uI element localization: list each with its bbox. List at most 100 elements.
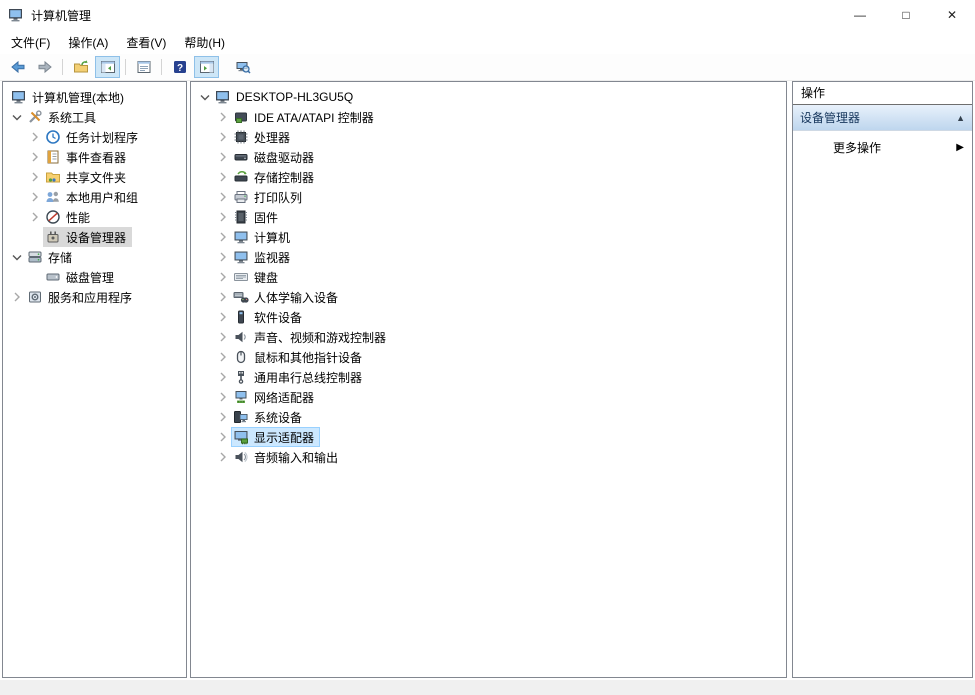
tree-item-label: 鼠标和其他指针设备 <box>254 350 363 365</box>
item-content: 服务和应用程序 <box>25 287 138 307</box>
usb-icon <box>233 369 249 385</box>
chevron-right-icon[interactable] <box>215 229 231 245</box>
chevron-right-icon[interactable] <box>215 429 231 445</box>
tree-item-human-interface-devices[interactable]: 人体学输入设备 <box>191 287 786 307</box>
menu-help[interactable]: 帮助(H) <box>184 35 225 50</box>
chevron-right-icon[interactable] <box>27 149 43 165</box>
tree-item-performance[interactable]: 性能 <box>3 207 186 227</box>
tree-item-mice-and-other-pointing-devices[interactable]: 鼠标和其他指针设备 <box>191 347 786 367</box>
chevron-right-icon[interactable] <box>215 129 231 145</box>
menu-view[interactable]: 查看(V) <box>126 35 167 50</box>
tree-item-storage-controllers[interactable]: 存储控制器 <box>191 167 786 187</box>
window-controls: — □ ✕ <box>837 0 975 30</box>
chevron-right-icon[interactable] <box>215 329 231 345</box>
tree-item-shared-folders[interactable]: 共享文件夹 <box>3 167 186 187</box>
chevron-right-icon[interactable] <box>215 149 231 165</box>
tree-item-keyboards[interactable]: 键盘 <box>191 267 786 287</box>
actions-section-header[interactable]: 设备管理器 ▲ <box>793 105 972 131</box>
tree-item-disk-drives[interactable]: 磁盘驱动器 <box>191 147 786 167</box>
event-viewer-icon <box>45 149 61 165</box>
chevron-right-icon[interactable] <box>27 129 43 145</box>
tree-item-firmware[interactable]: 固件 <box>191 207 786 227</box>
chevron-right-icon[interactable] <box>27 189 43 205</box>
back-button[interactable] <box>5 56 30 78</box>
tree-item-disk-management[interactable]: 磁盘管理 <box>3 267 186 287</box>
chevron-right-icon[interactable] <box>215 389 231 405</box>
tree-item-system-devices[interactable]: 系统设备 <box>191 407 786 427</box>
close-button[interactable]: ✕ <box>946 8 958 22</box>
printer-icon <box>233 189 249 205</box>
tree-item-event-viewer[interactable]: 事件查看器 <box>3 147 186 167</box>
tree-item-universal-serial-bus-controllers[interactable]: 通用串行总线控制器 <box>191 367 786 387</box>
tree-item-audio-inputs-and-outputs[interactable]: 音频输入和输出 <box>191 447 786 467</box>
item-content: 声音、视频和游戏控制器 <box>231 327 392 347</box>
chevron-right-icon[interactable] <box>215 169 231 185</box>
tree-item-monitors[interactable]: 监视器 <box>191 247 786 267</box>
menu-file[interactable]: 文件(F) <box>11 35 51 50</box>
item-content: 计算机 <box>231 227 296 247</box>
properties-button[interactable] <box>131 56 156 78</box>
tree-item-system-tools[interactable]: 系统工具 <box>3 107 186 127</box>
tree-item-task-scheduler[interactable]: 任务计划程序 <box>3 127 186 147</box>
item-content: 人体学输入设备 <box>231 287 344 307</box>
toggle-console-tree-button[interactable] <box>95 56 120 78</box>
chevron-down-icon[interactable] <box>9 249 25 265</box>
tree-item-software-devices[interactable]: 软件设备 <box>191 307 786 327</box>
item-content: 性能 <box>43 207 96 227</box>
minimize-button[interactable]: — <box>854 8 866 22</box>
chevron-down-icon[interactable] <box>197 89 213 105</box>
chevron-right-icon[interactable] <box>27 169 43 185</box>
collapse-section-icon[interactable]: ▲ <box>956 112 965 123</box>
tree-item-device-manager[interactable]: 设备管理器 <box>3 227 186 247</box>
export-button[interactable] <box>68 56 93 78</box>
firmware-icon <box>233 209 249 225</box>
tree-item-desktop-hl3gu5q[interactable]: DESKTOP-HL3GU5Q <box>191 87 786 107</box>
chevron-right-icon[interactable] <box>215 409 231 425</box>
hid-icon <box>233 289 249 305</box>
tree-item-network-adapters[interactable]: 网络适配器 <box>191 387 786 407</box>
chevron-right-icon[interactable] <box>215 349 231 365</box>
chevron-right-icon[interactable] <box>215 309 231 325</box>
computer-search-icon <box>235 59 251 75</box>
computer-icon <box>215 89 231 105</box>
tree-item-print-queues[interactable]: 打印队列 <box>191 187 786 207</box>
menu-action[interactable]: 操作(A) <box>68 35 109 50</box>
device-manager-icon <box>45 229 61 245</box>
tree-item-display-adapters[interactable]: 显示适配器 <box>191 427 786 447</box>
chevron-right-icon[interactable] <box>215 209 231 225</box>
tree-item-label: 性能 <box>66 210 91 225</box>
tree-item-label: 存储 <box>48 250 73 265</box>
more-actions-item[interactable]: 更多操作 ▶ <box>793 131 972 160</box>
back-arrow-icon <box>10 59 26 75</box>
chevron-right-icon[interactable] <box>215 369 231 385</box>
help-button[interactable]: ? <box>167 56 192 78</box>
chevron-right-icon[interactable] <box>215 189 231 205</box>
chevron-right-icon[interactable] <box>215 289 231 305</box>
tree-item-processors[interactable]: 处理器 <box>191 127 786 147</box>
device-search-button[interactable] <box>230 56 255 78</box>
system-tools-icon <box>27 109 43 125</box>
chevron-right-icon[interactable] <box>215 249 231 265</box>
tree-item-computer[interactable]: 计算机 <box>191 227 786 247</box>
chevron-right-icon[interactable] <box>215 449 231 465</box>
chevron-down-icon[interactable] <box>9 109 25 125</box>
item-content: 磁盘驱动器 <box>231 147 320 167</box>
item-content: DESKTOP-HL3GU5Q <box>213 87 359 107</box>
tree-item-local-users-and-groups[interactable]: 本地用户和组 <box>3 187 186 207</box>
forward-button[interactable] <box>32 56 57 78</box>
title-bar: 计算机管理 —□✕ <box>0 0 975 30</box>
item-content: 存储 <box>25 247 78 267</box>
chevron-right-icon[interactable] <box>215 269 231 285</box>
tree-item-ide-ata-atapi-controllers[interactable]: IDE ATA/ATAPI 控制器 <box>191 107 786 127</box>
chevron-right-icon[interactable] <box>9 289 25 305</box>
chevron-right-icon[interactable] <box>27 209 43 225</box>
tree-item-services-and-applications[interactable]: 服务和应用程序 <box>3 287 186 307</box>
tree-item-computer-management-local[interactable]: 计算机管理(本地) <box>3 87 186 107</box>
tree-item-label: 系统设备 <box>254 410 303 425</box>
chevron-right-icon[interactable] <box>215 109 231 125</box>
maximize-button[interactable]: □ <box>902 8 910 22</box>
toggle-action-pane-button[interactable] <box>194 56 219 78</box>
tree-item-sound-video-game-controllers[interactable]: 声音、视频和游戏控制器 <box>191 327 786 347</box>
tree-item-storage[interactable]: 存储 <box>3 247 186 267</box>
